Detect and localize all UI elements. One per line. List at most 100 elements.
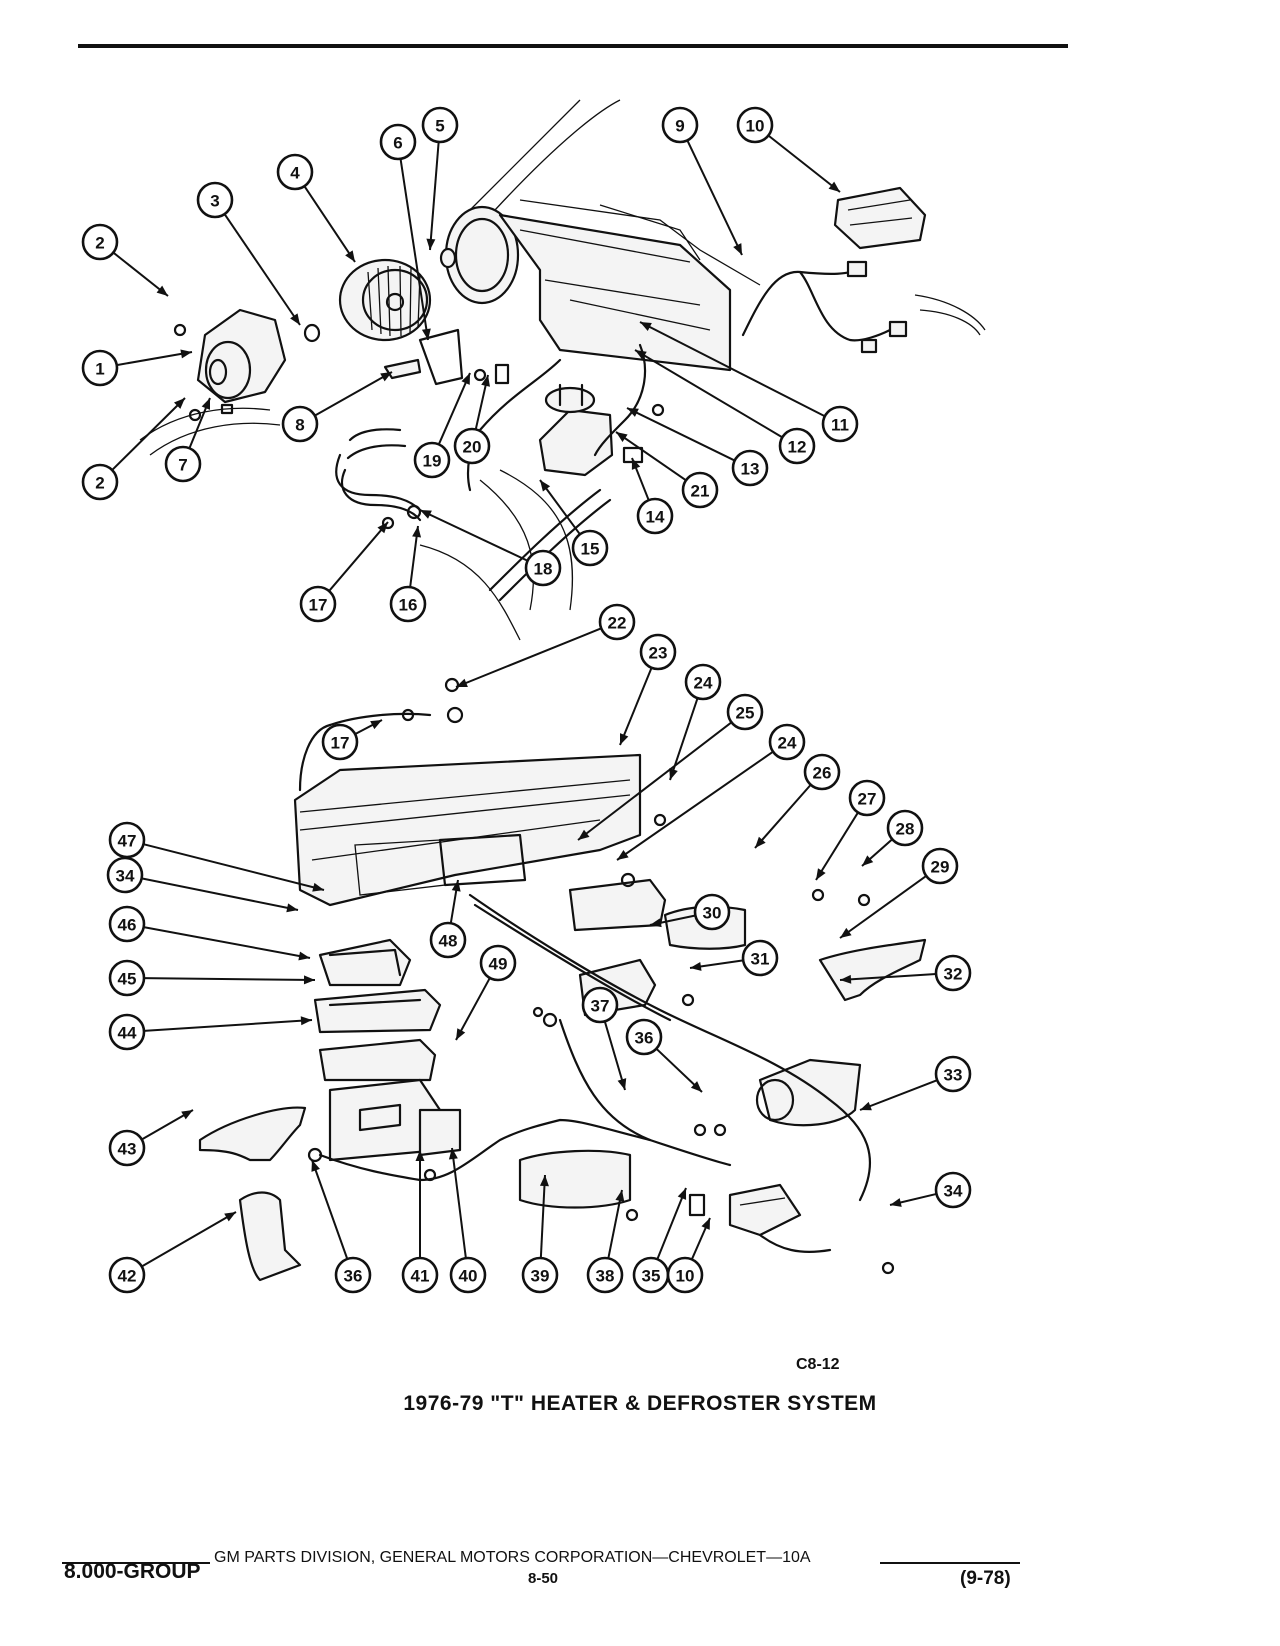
callout-number: 35 [642,1267,661,1286]
callout-number: 4 [290,164,300,183]
leader-arrowhead-43 [181,1110,193,1120]
leader-arrowhead-33 [860,1101,872,1111]
callout-25: 25 [726,693,764,731]
callout-number: 12 [788,438,807,457]
leader-line-2 [112,251,169,297]
leader-line-46 [143,926,311,959]
callout-circle [848,779,886,817]
callout-circle [625,1018,663,1056]
leader-line-19 [437,372,471,445]
callout-circle [684,663,722,701]
leader-arrowhead-47 [312,882,324,892]
callout-number: 44 [118,1024,137,1043]
callout-number: 2 [95,474,104,493]
leader-arrowhead-30 [650,918,662,928]
leader-arrowhead-27 [816,868,826,880]
callout-35: 35 [632,1256,670,1294]
callout-11: 11 [821,405,859,443]
leader-arrowhead-17 [370,720,382,730]
callout-circle [571,529,609,567]
callout-circle [731,449,769,487]
leader-line-29 [839,875,927,939]
leader-arrowhead-29 [840,927,852,938]
callout-23: 23 [639,633,677,671]
leader-line-9 [686,139,743,256]
callout-number: 47 [118,832,137,851]
leader-line-49 [455,977,491,1041]
callout-number: 2 [95,234,104,253]
callout-29: 29 [921,847,959,885]
callout-48: 48 [429,921,467,959]
leader-arrowhead-34 [890,1198,902,1207]
leader-arrowhead-41 [415,1150,425,1161]
callout-number: 3 [210,192,219,211]
callout-10: 10 [666,1256,704,1294]
leader-line-39 [539,1174,546,1259]
leader-arrowhead-35 [677,1188,687,1200]
callout-circle [681,471,719,509]
leader-arrowhead-36 [690,1081,702,1092]
callout-34: 34 [106,856,144,894]
callout-number: 30 [703,904,722,923]
leader-line-40 [451,1147,467,1259]
leader-arrowhead-6 [421,328,431,340]
callout-circle [413,441,451,479]
leader-line-26 [754,784,812,849]
leader-arrowhead-2 [174,398,185,409]
callout-circle [108,1256,146,1294]
leader-line-24 [669,697,699,781]
callout-circle [453,427,491,465]
callout-circle [666,1256,704,1294]
footer-date: (9-78) [960,1568,1011,1589]
callout-number: 36 [344,1267,363,1286]
callout-circle [379,123,417,161]
callout-26: 26 [803,753,841,791]
callout-1: 1 [81,349,119,387]
outlet-ducts [198,878,927,1282]
leader-line-18 [419,509,529,562]
leader-arrowhead-17 [377,522,388,534]
leader-arrowhead-34 [286,903,298,913]
leader-arrowhead-20 [481,375,490,387]
callout-46: 46 [108,905,146,943]
leader-arrowhead-39 [539,1175,549,1187]
callout-number: 37 [591,997,610,1016]
callout-number: 38 [596,1267,615,1286]
leader-line-22 [455,627,602,688]
callout-15: 15 [571,529,609,567]
callout-number: 42 [118,1267,137,1286]
callout-2: 2 [81,223,119,261]
callout-number: 48 [439,932,458,951]
defroster-ducts-lower [313,938,462,1162]
callout-33: 33 [934,1055,972,1093]
callout-8: 8 [281,405,319,443]
leader-arrowhead-12 [635,350,647,360]
leader-arrowhead-7 [201,398,210,410]
leader-arrowhead-28 [862,855,874,866]
callout-number: 24 [694,674,713,693]
leader-line-23 [619,667,653,746]
callout-number: 8 [295,416,304,435]
leader-arrowhead-2 [156,285,168,296]
leader-arrowhead-24 [669,768,678,780]
leader-lines [111,134,938,1268]
callout-circle [196,181,234,219]
callout-circle [276,153,314,191]
callout-circle [524,549,562,587]
callout-circle [299,585,337,623]
callout-24: 24 [684,663,722,701]
footer-rule-right [880,1562,1020,1564]
callout-circle [778,427,816,465]
leader-line-24 [616,750,774,861]
callout-number: 34 [116,867,135,886]
callout-circle [281,405,319,443]
callout-38: 38 [586,1256,624,1294]
callout-number: 11 [831,416,849,435]
leader-arrowhead-32 [840,974,852,984]
footer-publisher: GM PARTS DIVISION, GENERAL MOTORS CORPOR… [210,1549,815,1567]
leader-arrowhead-42 [224,1212,236,1222]
callout-42: 42 [108,1256,146,1294]
leader-line-2 [111,397,186,471]
leader-arrowhead-21 [616,432,628,442]
figure-title: 1976-79 "T" HEATER & DEFROSTER SYSTEM [403,1392,877,1415]
